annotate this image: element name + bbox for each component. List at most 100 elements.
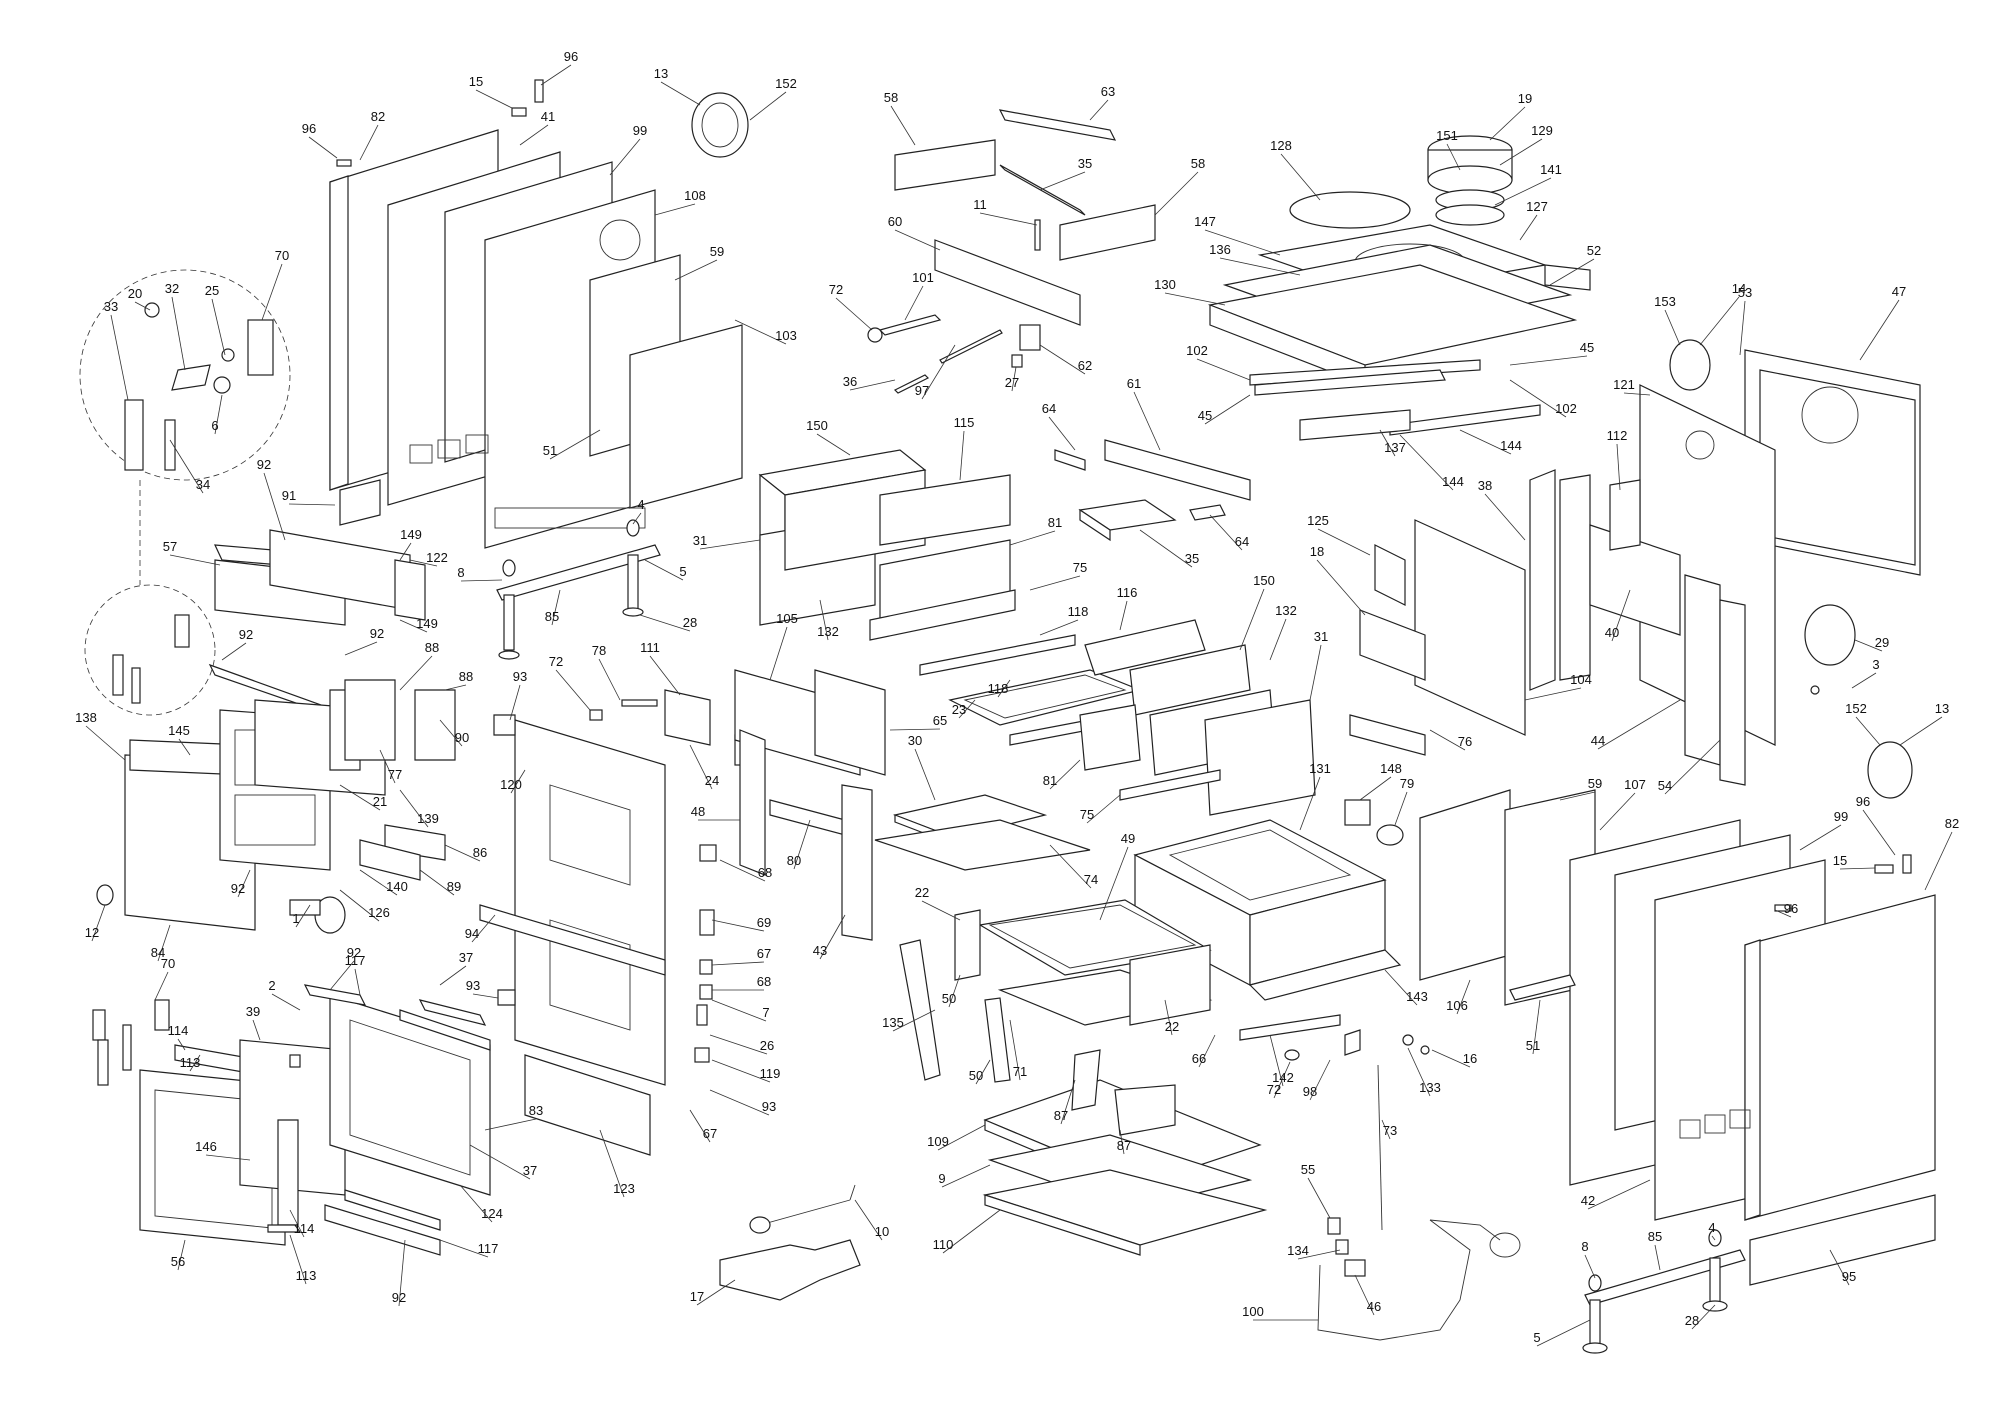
callout-18: 18 bbox=[1310, 544, 1324, 559]
callout-22: 22 bbox=[1165, 1019, 1179, 1034]
leader-line-59 bbox=[1559, 791, 1596, 801]
tool-and-glove bbox=[719, 1184, 861, 1301]
callout-64: 64 bbox=[1042, 401, 1056, 416]
leader-line-35 bbox=[1139, 529, 1193, 568]
leader-line-151 bbox=[1446, 143, 1461, 171]
callout-81: 81 bbox=[1048, 515, 1062, 530]
callout-36: 36 bbox=[843, 374, 857, 389]
leader-line-64 bbox=[1209, 514, 1243, 551]
callout-5: 5 bbox=[1533, 1330, 1540, 1345]
callout-32: 32 bbox=[165, 281, 179, 296]
callout-100: 100 bbox=[1242, 1304, 1264, 1319]
callout-70: 70 bbox=[275, 248, 289, 263]
callout-99: 99 bbox=[633, 123, 647, 138]
callout-23: 23 bbox=[952, 702, 966, 717]
leader-lines bbox=[85, 64, 1953, 1347]
callout-72: 72 bbox=[1267, 1082, 1281, 1097]
leader-line-116 bbox=[1119, 600, 1128, 631]
leader-line-69 bbox=[711, 919, 765, 932]
leader-line-26 bbox=[709, 1034, 768, 1055]
leader-line-150 bbox=[816, 433, 851, 456]
leader-line-2 bbox=[271, 993, 301, 1011]
leader-line-93 bbox=[709, 1089, 770, 1116]
callout-78: 78 bbox=[592, 643, 606, 658]
callout-37: 37 bbox=[523, 1163, 537, 1178]
callout-70: 70 bbox=[161, 956, 175, 971]
callout-86: 86 bbox=[473, 845, 487, 860]
leader-line-37 bbox=[469, 1144, 531, 1180]
callout-121: 121 bbox=[1613, 377, 1635, 392]
callout-142: 142 bbox=[1272, 1070, 1294, 1085]
callout-95: 95 bbox=[1842, 1269, 1856, 1284]
leader-line-67 bbox=[711, 961, 765, 966]
callout-9: 9 bbox=[938, 1171, 945, 1186]
callout-140: 140 bbox=[386, 879, 408, 894]
leader-line-149 bbox=[399, 542, 412, 561]
front-frame-panel bbox=[479, 714, 666, 1156]
callout-92: 92 bbox=[231, 881, 245, 896]
leader-line-38 bbox=[1484, 493, 1526, 541]
leader-line-103 bbox=[734, 319, 787, 345]
leader-line-132 bbox=[1269, 618, 1287, 661]
leader-line-50 bbox=[948, 974, 961, 1008]
left-side-panels bbox=[329, 129, 743, 549]
callout-53: 53 bbox=[1738, 285, 1752, 300]
leader-line-138 bbox=[85, 725, 126, 761]
leader-line-59 bbox=[674, 259, 718, 281]
callout-31: 31 bbox=[693, 533, 707, 548]
leader-line-79 bbox=[1394, 791, 1408, 826]
center-baffle-plates bbox=[1054, 439, 1251, 542]
callout-55: 55 bbox=[1301, 1162, 1315, 1177]
callout-102: 102 bbox=[1186, 343, 1208, 358]
leader-line-76 bbox=[1429, 729, 1466, 751]
leader-line-139 bbox=[399, 789, 429, 828]
leader-line-97 bbox=[921, 344, 956, 400]
callout-64: 64 bbox=[1235, 534, 1249, 549]
leader-line-106 bbox=[1456, 979, 1471, 1015]
leader-line-13 bbox=[1899, 716, 1943, 746]
leader-line-108 bbox=[654, 203, 696, 216]
leader-line-61 bbox=[1133, 391, 1161, 451]
leader-line-83 bbox=[484, 1118, 537, 1131]
callout-24: 24 bbox=[705, 773, 719, 788]
callout-150: 150 bbox=[1253, 573, 1275, 588]
callout-132: 132 bbox=[1275, 603, 1297, 618]
leader-line-82 bbox=[1924, 831, 1953, 891]
leader-line-80 bbox=[793, 819, 811, 870]
callout-93: 93 bbox=[513, 669, 527, 684]
leader-line-92 bbox=[398, 1239, 406, 1307]
callout-71: 71 bbox=[1013, 1064, 1027, 1079]
leader-line-87 bbox=[1119, 1129, 1125, 1155]
leader-line-133 bbox=[1407, 1047, 1431, 1097]
leader-line-126 bbox=[339, 889, 380, 922]
callout-85: 85 bbox=[1648, 1229, 1662, 1244]
leader-line-107 bbox=[1599, 792, 1636, 831]
callout-52: 52 bbox=[1587, 243, 1601, 258]
callout-21: 21 bbox=[373, 794, 387, 809]
leader-line-46 bbox=[1354, 1274, 1375, 1316]
leader-line-142 bbox=[1269, 1034, 1284, 1087]
leader-line-17 bbox=[696, 1279, 736, 1306]
leader-line-120 bbox=[510, 769, 526, 794]
callout-42: 42 bbox=[1581, 1193, 1595, 1208]
leader-line-153 bbox=[1664, 309, 1681, 346]
callout-46: 46 bbox=[1367, 1299, 1381, 1314]
leader-line-147 bbox=[1204, 229, 1281, 256]
callout-122: 122 bbox=[426, 550, 448, 565]
callout-69: 69 bbox=[757, 915, 771, 930]
bottom-trays bbox=[982, 1049, 1268, 1256]
leader-line-112 bbox=[1616, 443, 1621, 491]
callout-14: 14 bbox=[1732, 281, 1746, 296]
leader-line-130 bbox=[1164, 292, 1226, 306]
callout-143: 143 bbox=[1406, 989, 1428, 1004]
leader-line-131 bbox=[1299, 776, 1321, 831]
leader-line-53 bbox=[1739, 300, 1746, 356]
callout-128: 128 bbox=[1270, 138, 1292, 153]
leader-line-49 bbox=[1099, 846, 1129, 921]
leader-line-89 bbox=[419, 869, 455, 896]
callout-68: 68 bbox=[757, 974, 771, 989]
leader-line-78 bbox=[598, 658, 621, 701]
leader-line-70 bbox=[261, 263, 283, 321]
callout-136: 136 bbox=[1209, 242, 1231, 257]
callout-6: 6 bbox=[211, 418, 218, 433]
